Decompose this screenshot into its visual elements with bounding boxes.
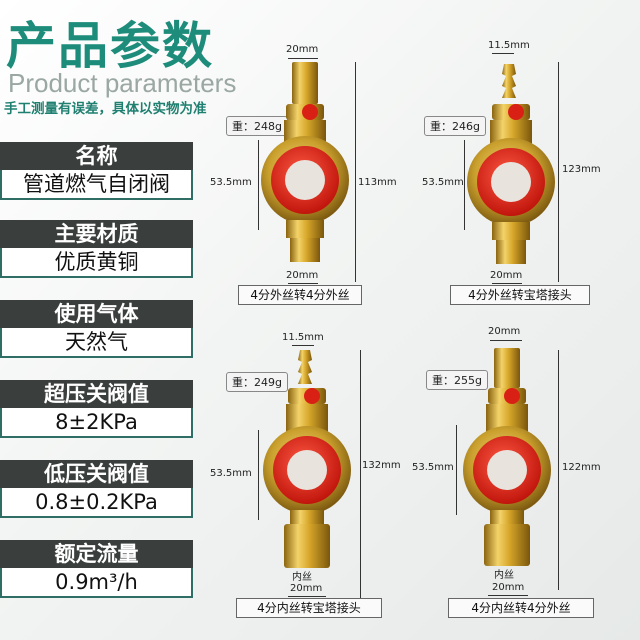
side-dim: 53.5mm [210, 177, 252, 188]
bottom-note: 内丝 [494, 570, 514, 581]
top-width-dim: 20mm [488, 326, 521, 337]
param-label: 低压关阀值 [0, 460, 193, 488]
param-label: 名称 [0, 142, 193, 170]
product-card: 11.5mm 重：249g 53.5mm 132mm 内丝 20mm 4分内丝转… [200, 330, 410, 635]
param-overpressure: 超压关阀值 8±2KPa [0, 380, 193, 438]
disclaimer: 手工测量有误差，具体以实物为准 [4, 101, 207, 117]
param-label: 额定流量 [0, 540, 193, 568]
param-value: 优质黄铜 [0, 248, 193, 278]
side-dim: 53.5mm [412, 462, 454, 473]
height-dim: 113mm [358, 177, 397, 188]
param-label: 主要材质 [0, 220, 193, 248]
param-gas: 使用气体 天然气 [0, 300, 193, 358]
top-width-dim: 11.5mm [488, 40, 530, 51]
weight-badge: 重：255g [426, 370, 488, 390]
param-name: 名称 管道燃气自闭阀 [0, 142, 193, 200]
param-value: 0.8±0.2KPa [0, 488, 193, 518]
valve-image [261, 62, 349, 262]
page-title: 产品参数 [6, 17, 214, 75]
param-value: 8±2KPa [0, 408, 193, 438]
height-dim: 123mm [562, 164, 601, 175]
product-card: 11.5mm 重：246g 53.5mm 123mm 20mm 4分外丝转宝塔接… [420, 40, 635, 305]
param-flow: 额定流量 0.9m³/h [0, 540, 193, 598]
height-dim: 122mm [562, 462, 601, 473]
product-caption: 4分内丝转4分外丝 [448, 598, 594, 618]
valve-image [263, 350, 351, 568]
bottom-width-dim: 20mm [492, 582, 525, 593]
param-underpressure: 低压关阀值 0.8±0.2KPa [0, 460, 193, 518]
height-dim: 132mm [362, 460, 401, 471]
top-width-dim: 11.5mm [282, 332, 324, 343]
param-value: 管道燃气自闭阀 [0, 170, 193, 200]
bottom-width-dim: 20mm [290, 583, 323, 594]
param-material: 主要材质 优质黄铜 [0, 220, 193, 278]
param-label: 使用气体 [0, 300, 193, 328]
top-width-dim: 20mm [286, 44, 319, 55]
valve-image [463, 348, 551, 566]
bottom-width-dim: 20mm [490, 270, 523, 281]
param-value: 0.9m³/h [0, 568, 193, 598]
bottom-width-dim: 20mm [286, 270, 319, 281]
product-card: 20mm 重：248g 53.5mm 113mm 20mm 4分外丝转4分外丝 [200, 40, 400, 305]
product-card: 20mm 重：255g 53.5mm 122mm 内丝 20mm 4分内丝转4分… [412, 320, 635, 635]
side-dim: 53.5mm [422, 177, 464, 188]
page-subtitle: Product parameters [8, 68, 237, 98]
param-value: 天然气 [0, 328, 193, 358]
valve-image [467, 64, 555, 264]
product-caption: 4分内丝转宝塔接头 [236, 598, 382, 618]
side-dim: 53.5mm [210, 468, 252, 479]
product-caption: 4分外丝转4分外丝 [238, 285, 362, 305]
param-label: 超压关阀值 [0, 380, 193, 408]
bottom-note: 内丝 [292, 572, 312, 583]
weight-badge: 重：246g [424, 116, 486, 136]
product-caption: 4分外丝转宝塔接头 [450, 285, 590, 305]
weight-badge: 重：249g [226, 372, 288, 392]
